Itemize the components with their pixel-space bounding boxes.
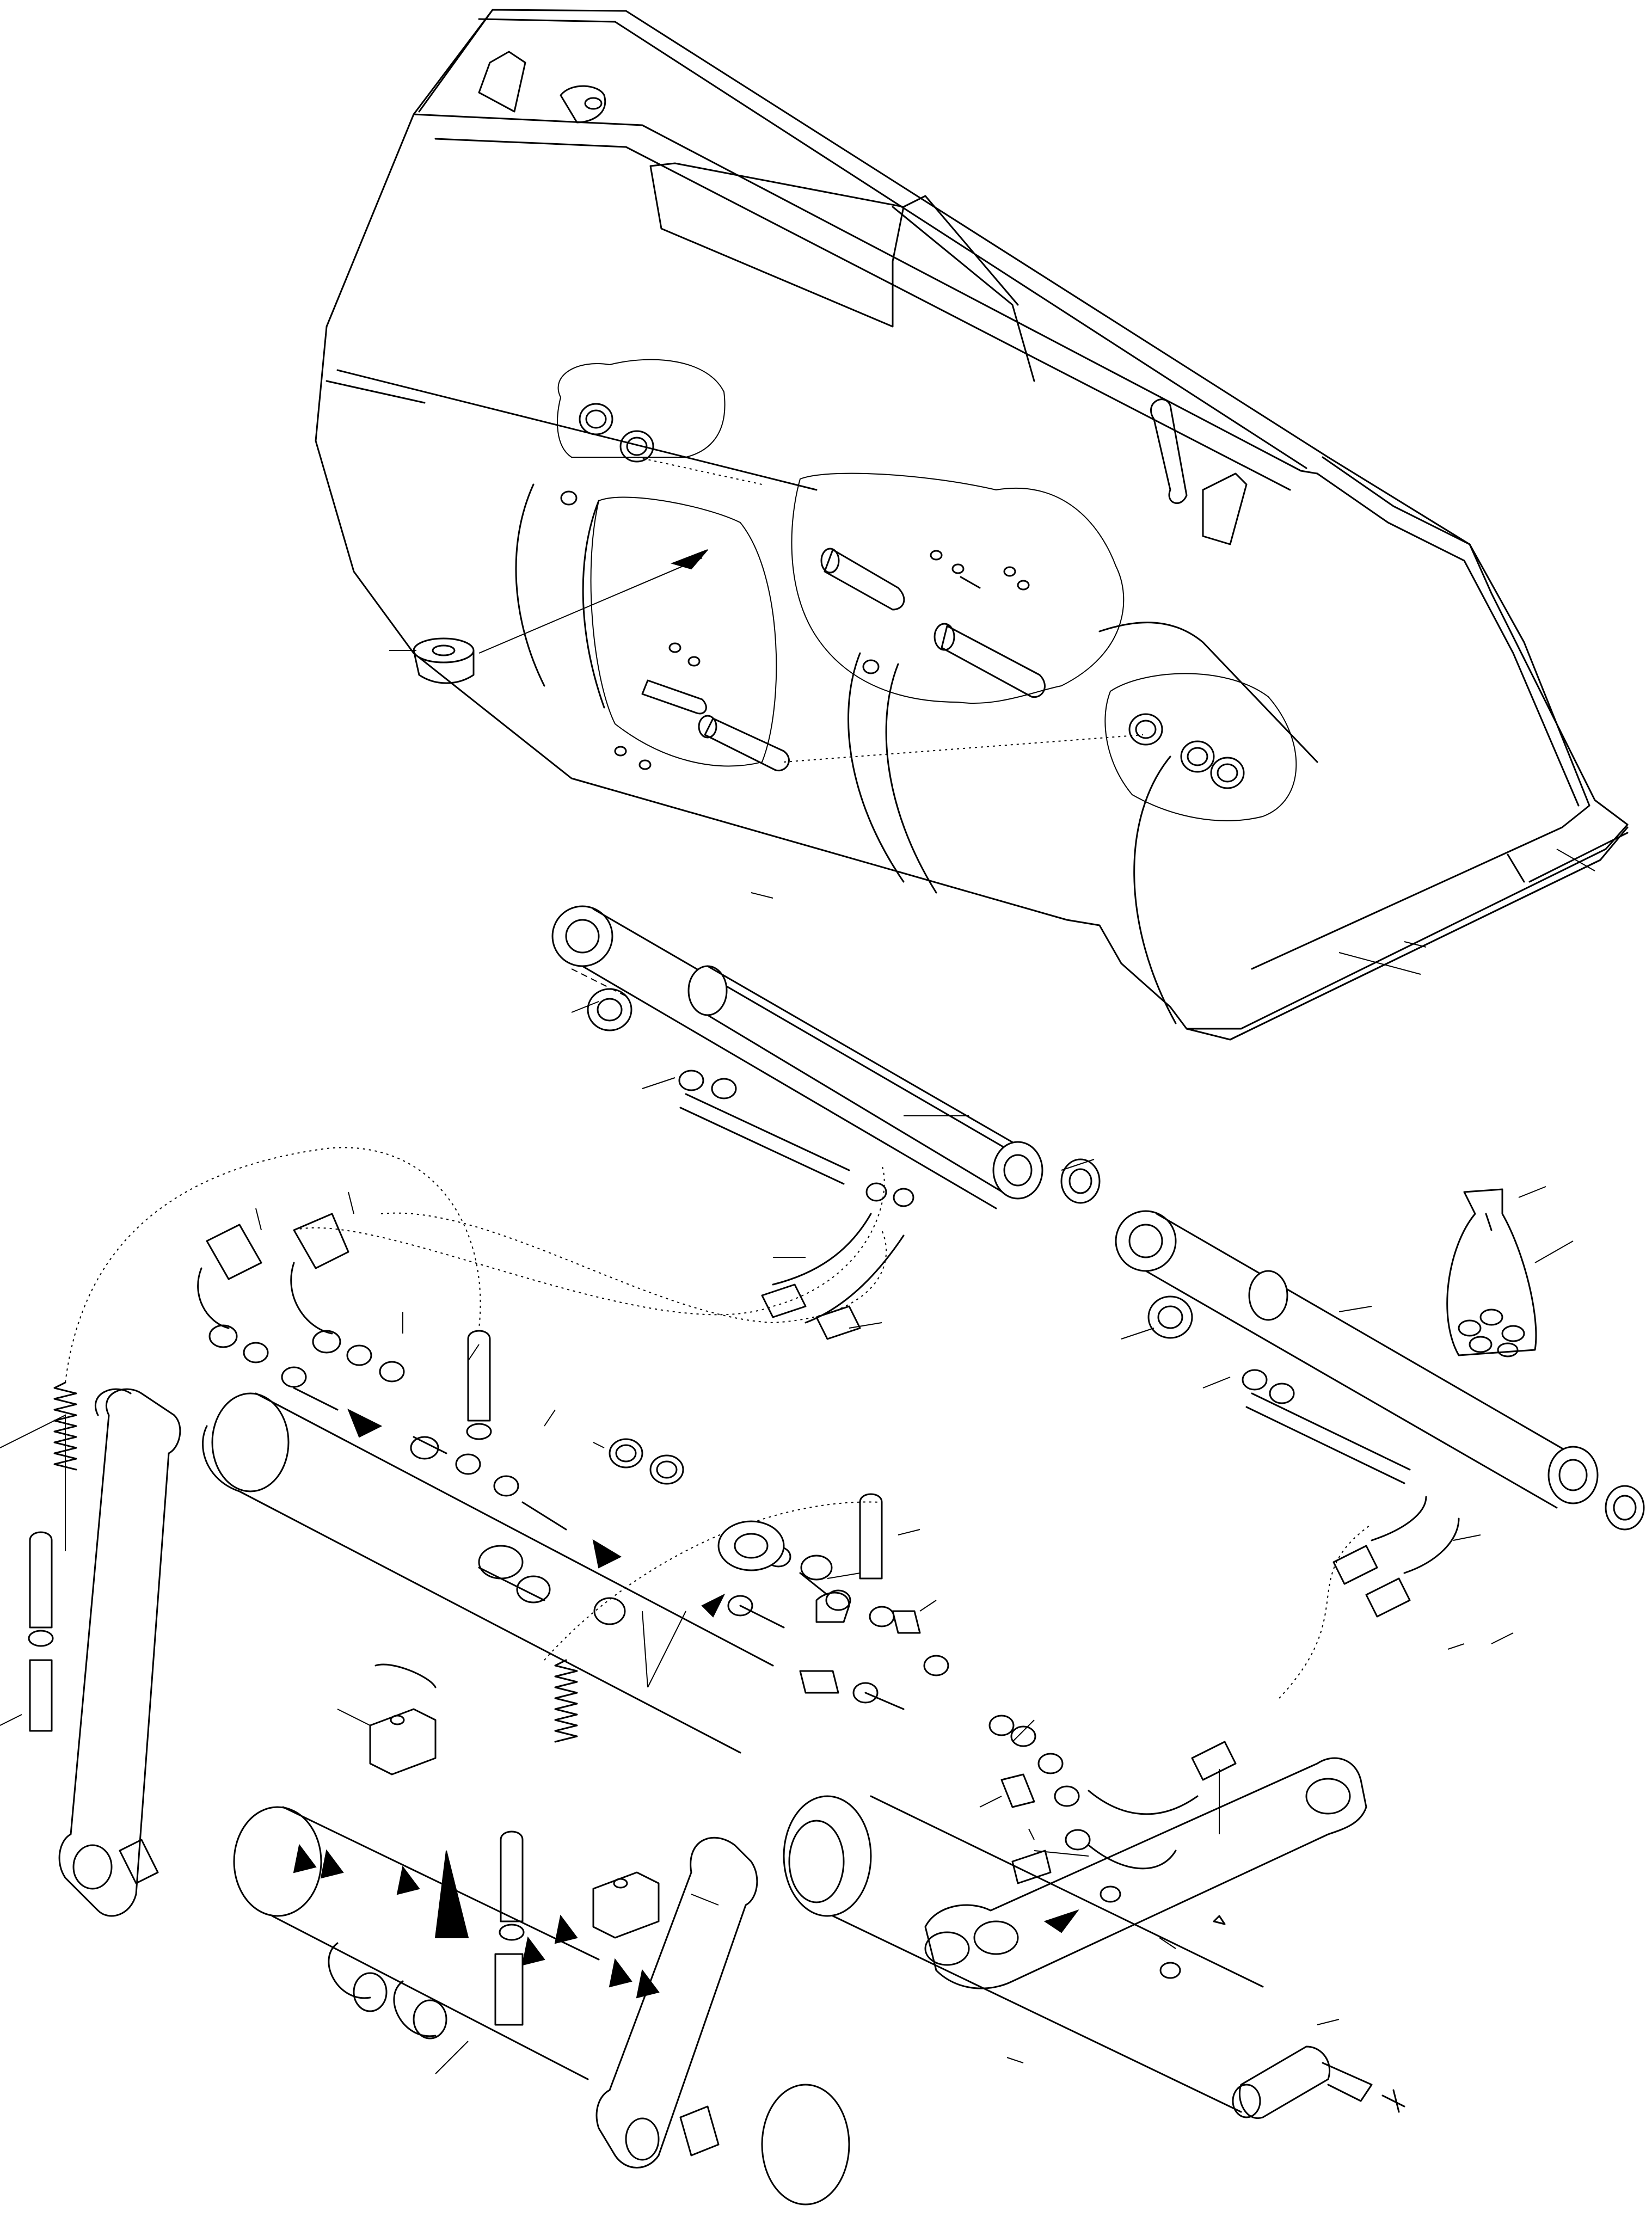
cross-tube bbox=[202, 1392, 785, 2080]
upper-hydraulic-cylinder bbox=[551, 905, 1101, 1209]
hose-springs bbox=[53, 1381, 578, 1743]
stop-block bbox=[413, 637, 475, 684]
hydraulic-hoses bbox=[65, 1147, 1460, 1884]
leader-lines bbox=[0, 650, 1595, 2074]
quick-couplers bbox=[28, 1531, 525, 2026]
bucket-body bbox=[315, 9, 1629, 1041]
side-link bbox=[924, 1757, 1367, 1989]
parts-bag bbox=[1446, 1188, 1537, 1357]
right-lift-arm bbox=[595, 1795, 1264, 2206]
lower-hydraulic-cylinder bbox=[1115, 1210, 1645, 1531]
left-lift-arm bbox=[58, 1388, 181, 1917]
bucket-pins bbox=[1232, 2045, 1405, 2120]
tee-fittings bbox=[799, 1592, 921, 1694]
assembly-arrows bbox=[293, 1408, 726, 1999]
bushings bbox=[593, 1438, 684, 1625]
hose-clamps bbox=[369, 1708, 660, 1939]
cutting-edge bbox=[1229, 859, 1601, 1041]
